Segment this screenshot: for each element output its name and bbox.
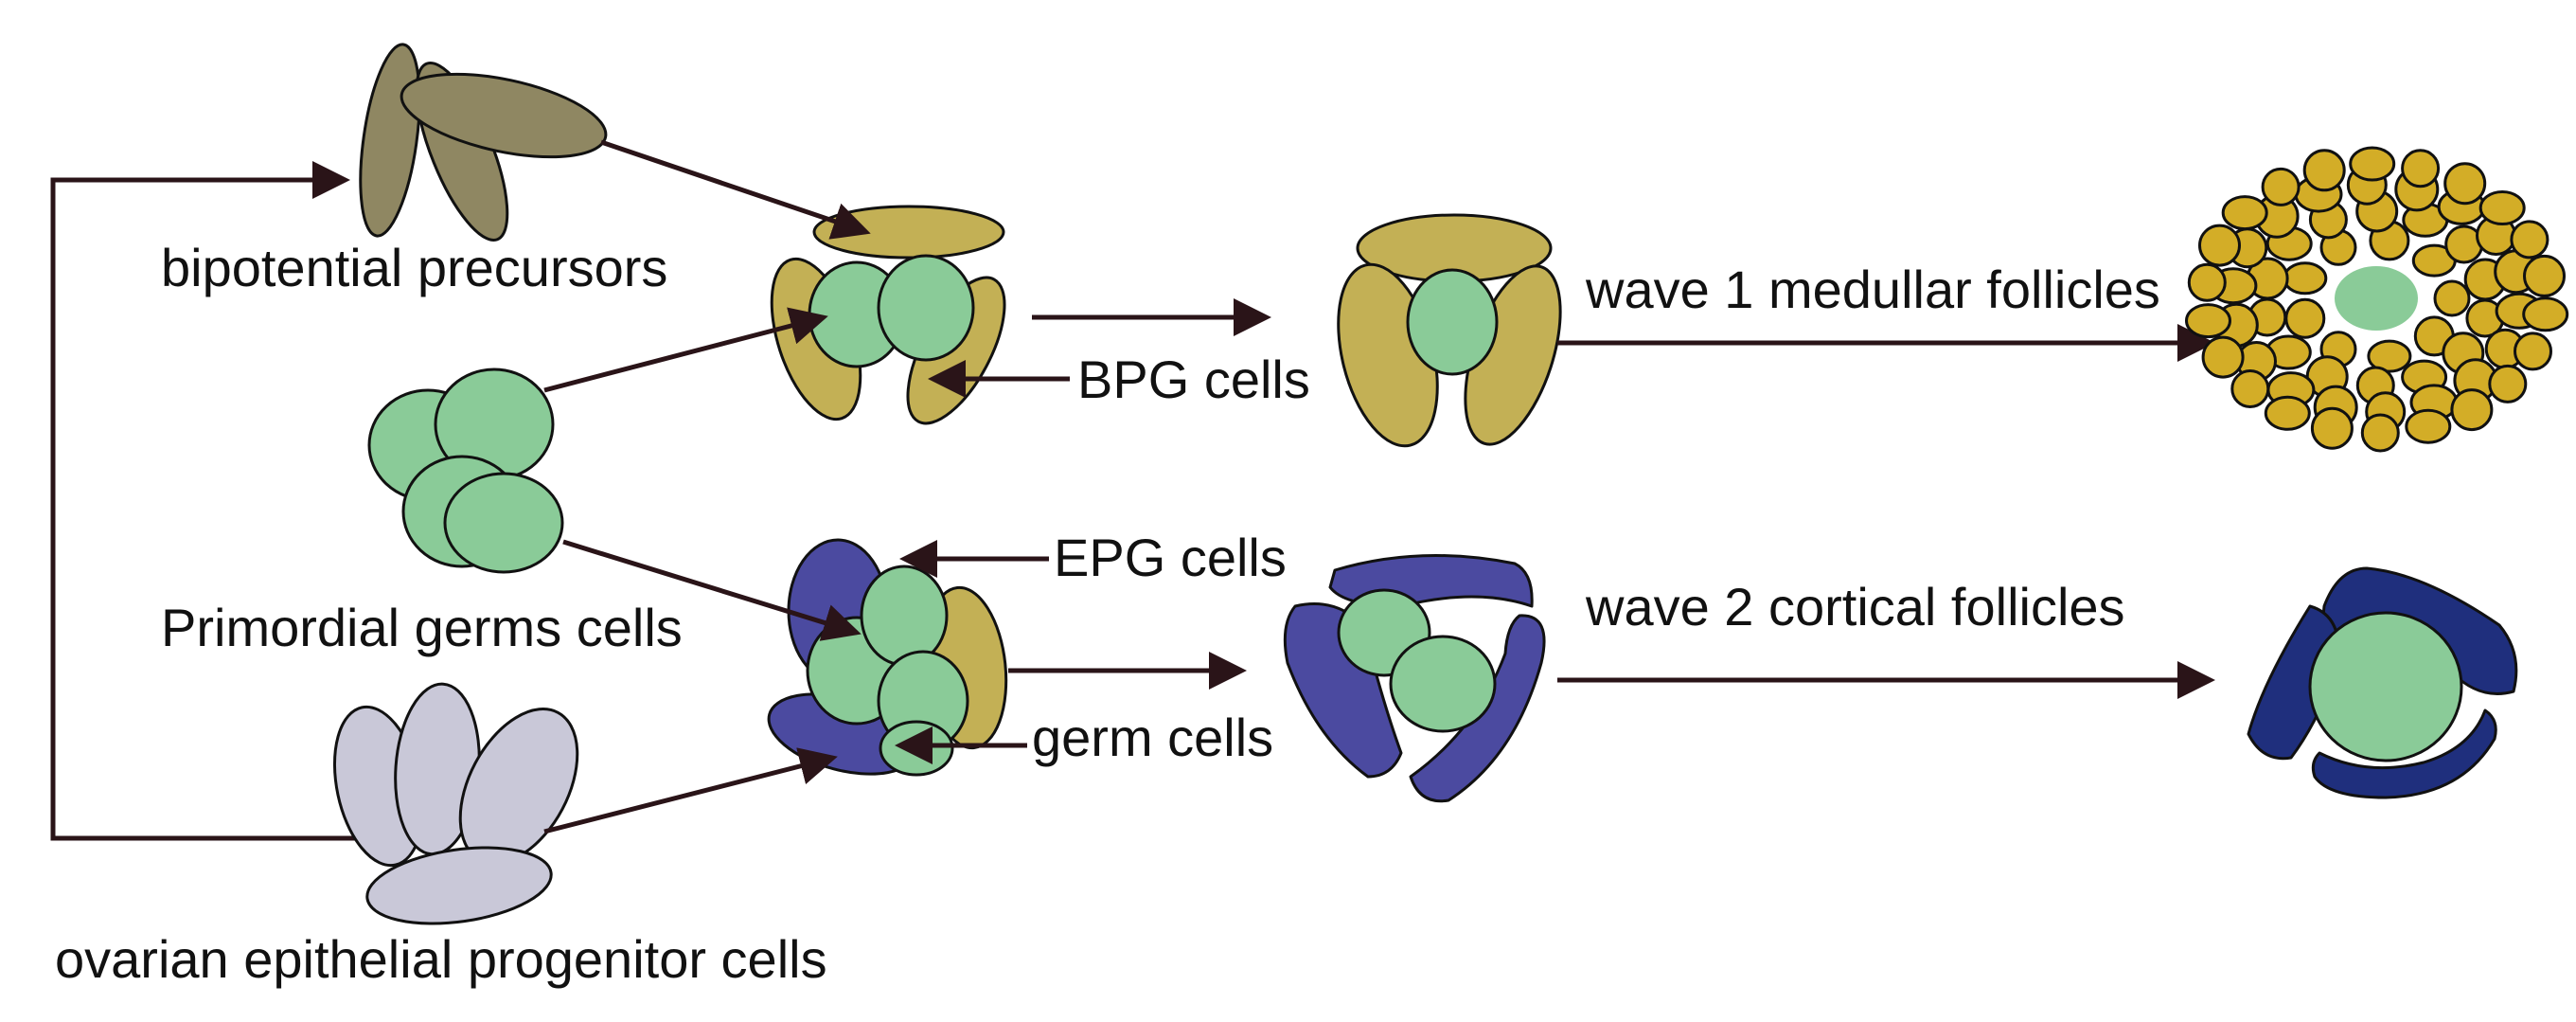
germ-cells-label: germ cells — [1032, 708, 1273, 767]
granulosa-cell — [2360, 413, 2400, 453]
feedback-loop-arrow — [50, 161, 355, 841]
primordial-germ-cells-icon — [367, 368, 564, 574]
intermediate-bpg-follicle-icon — [1337, 213, 1562, 448]
medullar-follicle-icon — [2185, 146, 2569, 453]
granulosa-cell — [2284, 297, 2326, 339]
granulosa-cell — [2261, 167, 2301, 206]
bipotential-precursor-cells-icon — [359, 43, 608, 242]
granulosa-cell — [2187, 262, 2227, 302]
granulosa-cell — [2221, 195, 2268, 231]
granulosa-cell — [2302, 149, 2346, 192]
early-epg-follicle-icon — [767, 538, 1008, 777]
primordial-germ-cells-label: Primordial germs cells — [161, 598, 683, 657]
granulosa-cell — [2310, 406, 2354, 450]
precursor-to-bpg-arrow — [600, 139, 871, 240]
granulosa-cell — [2367, 339, 2412, 373]
granulosa-cell — [2201, 335, 2245, 379]
epithelial-progenitor-cells-icon — [332, 682, 579, 925]
cortical-follicle-icon — [2247, 566, 2518, 799]
germ-to-lower-follicle-arrow — [562, 539, 862, 641]
ovarian-epithelial-progenitor-cells-label: ovarian epithelial progenitor cells — [55, 929, 827, 989]
granulosa-cell — [2522, 296, 2569, 332]
granulosa-cell — [2230, 369, 2270, 408]
oocyte — [2335, 266, 2418, 331]
bpg-cells-label: BPG cells — [1077, 350, 1310, 409]
granulosa-cell — [2510, 220, 2549, 260]
epg-cells-label: EPG cells — [1054, 528, 1287, 587]
granulosa-cell — [2523, 254, 2566, 297]
wave1-label: wave 1 medullar follicles — [1585, 260, 2160, 319]
wave2-label: wave 2 cortical follicles — [1585, 577, 2125, 637]
granulosa-cell — [2450, 388, 2494, 432]
granulosa-cell — [2349, 146, 2396, 182]
granulosa-cell — [2433, 279, 2471, 317]
granulosa-cell — [2478, 190, 2526, 225]
granulosa-cell — [2198, 224, 2241, 267]
granulosa-cell — [2405, 408, 2452, 444]
granulosa-cell — [2185, 303, 2231, 339]
granulosa-cell — [2401, 149, 2441, 188]
granulosa-cell — [2283, 261, 2328, 296]
bipotential-precursors-label: bipotential precursors — [161, 238, 667, 297]
germ-to-upper-follicle-arrow — [543, 307, 828, 393]
epithelial-to-epg-arrow — [543, 747, 838, 834]
intermediate-epg-follicle-icon — [1283, 553, 1546, 803]
granulosa-cell — [2443, 162, 2487, 206]
granulosa-cell — [2264, 395, 2311, 431]
granulosa-cell — [2488, 364, 2528, 403]
granulosa-cell — [2514, 332, 2552, 371]
early-bpg-follicle-icon — [770, 205, 1006, 425]
